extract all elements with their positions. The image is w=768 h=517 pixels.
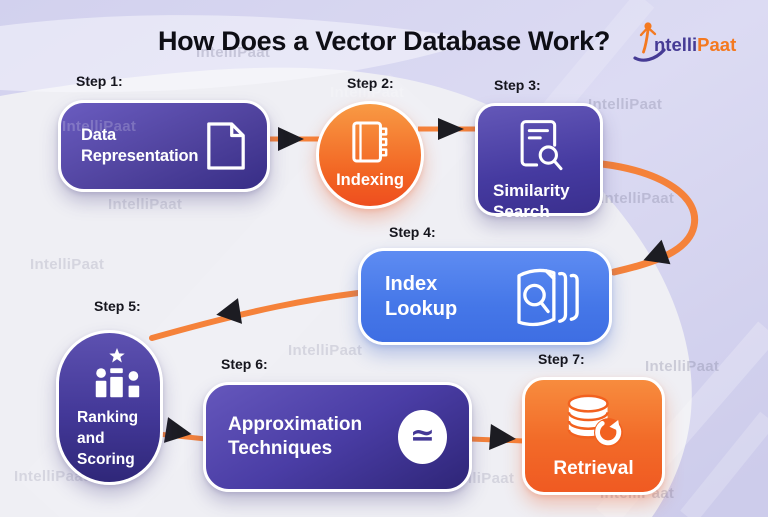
- watermark: IntelliPaat: [30, 256, 105, 273]
- step-3-node-similarity-search: Similarity Search: [475, 103, 603, 221]
- approx-symbol: ≃: [409, 418, 436, 453]
- watermark: IntelliPaat: [108, 196, 183, 213]
- step-1-label: Step 1:: [76, 73, 123, 89]
- watermark: IntelliPaat: [196, 44, 271, 61]
- step-4-label: Step 4:: [389, 224, 436, 240]
- step-1-node-data-representation: Data Representation: [58, 100, 270, 192]
- book-search-icon: [511, 266, 589, 328]
- watermark: IntelliPaat: [600, 190, 675, 207]
- step-2-title: Indexing: [336, 171, 404, 189]
- step-4-title: Index Lookup: [385, 272, 458, 320]
- step-7-label: Step 7:: [538, 351, 585, 367]
- watermark: IntelliPaat: [588, 96, 663, 113]
- svg-text:ntelliPaat: ntelliPaat: [654, 34, 736, 55]
- document-icon: [205, 120, 247, 172]
- step-2-label: Step 2:: [347, 75, 394, 91]
- step-5-title: Ranking and Scoring: [77, 409, 139, 468]
- step-5-node-ranking-and-scoring: Ranking and Scoring: [56, 330, 163, 485]
- step-4-node-index-lookup: Index Lookup: [358, 248, 612, 345]
- watermark: IntelliPaat: [288, 342, 363, 359]
- watermark: IntelliPaat: [62, 118, 137, 135]
- step-7-node-retrieval: Retrieval: [522, 377, 665, 495]
- document-search-icon: [518, 118, 566, 174]
- intellipaat-logo: ntelliPaat: [633, 22, 736, 62]
- step-6-label: Step 6:: [221, 356, 268, 372]
- watermark: IntelliPaat: [330, 84, 405, 101]
- step-2-node-indexing: Indexing: [316, 101, 424, 209]
- step-3-title: Similarity Search: [493, 181, 570, 222]
- page-title: How Does a Vector Database Work?: [157, 26, 611, 56]
- approximately-equal-icon: ≃: [398, 410, 447, 464]
- database-refresh-icon: [563, 392, 625, 450]
- step-3-label: Step 3:: [494, 77, 541, 93]
- ranking-podium-icon: [89, 347, 145, 403]
- watermark: IntelliPaat: [14, 468, 89, 485]
- step-1-title: Data Representation: [81, 125, 199, 165]
- step-5-label: Step 5:: [94, 298, 141, 314]
- step-6-node-approximation-techniques: Approximation Techniques ≃: [203, 382, 472, 492]
- step-6-title: Approximation Techniques: [228, 414, 363, 459]
- step-7-title: Retrieval: [553, 458, 634, 479]
- index-binder-icon: [351, 120, 389, 164]
- watermark: IntelliPaat: [645, 358, 720, 375]
